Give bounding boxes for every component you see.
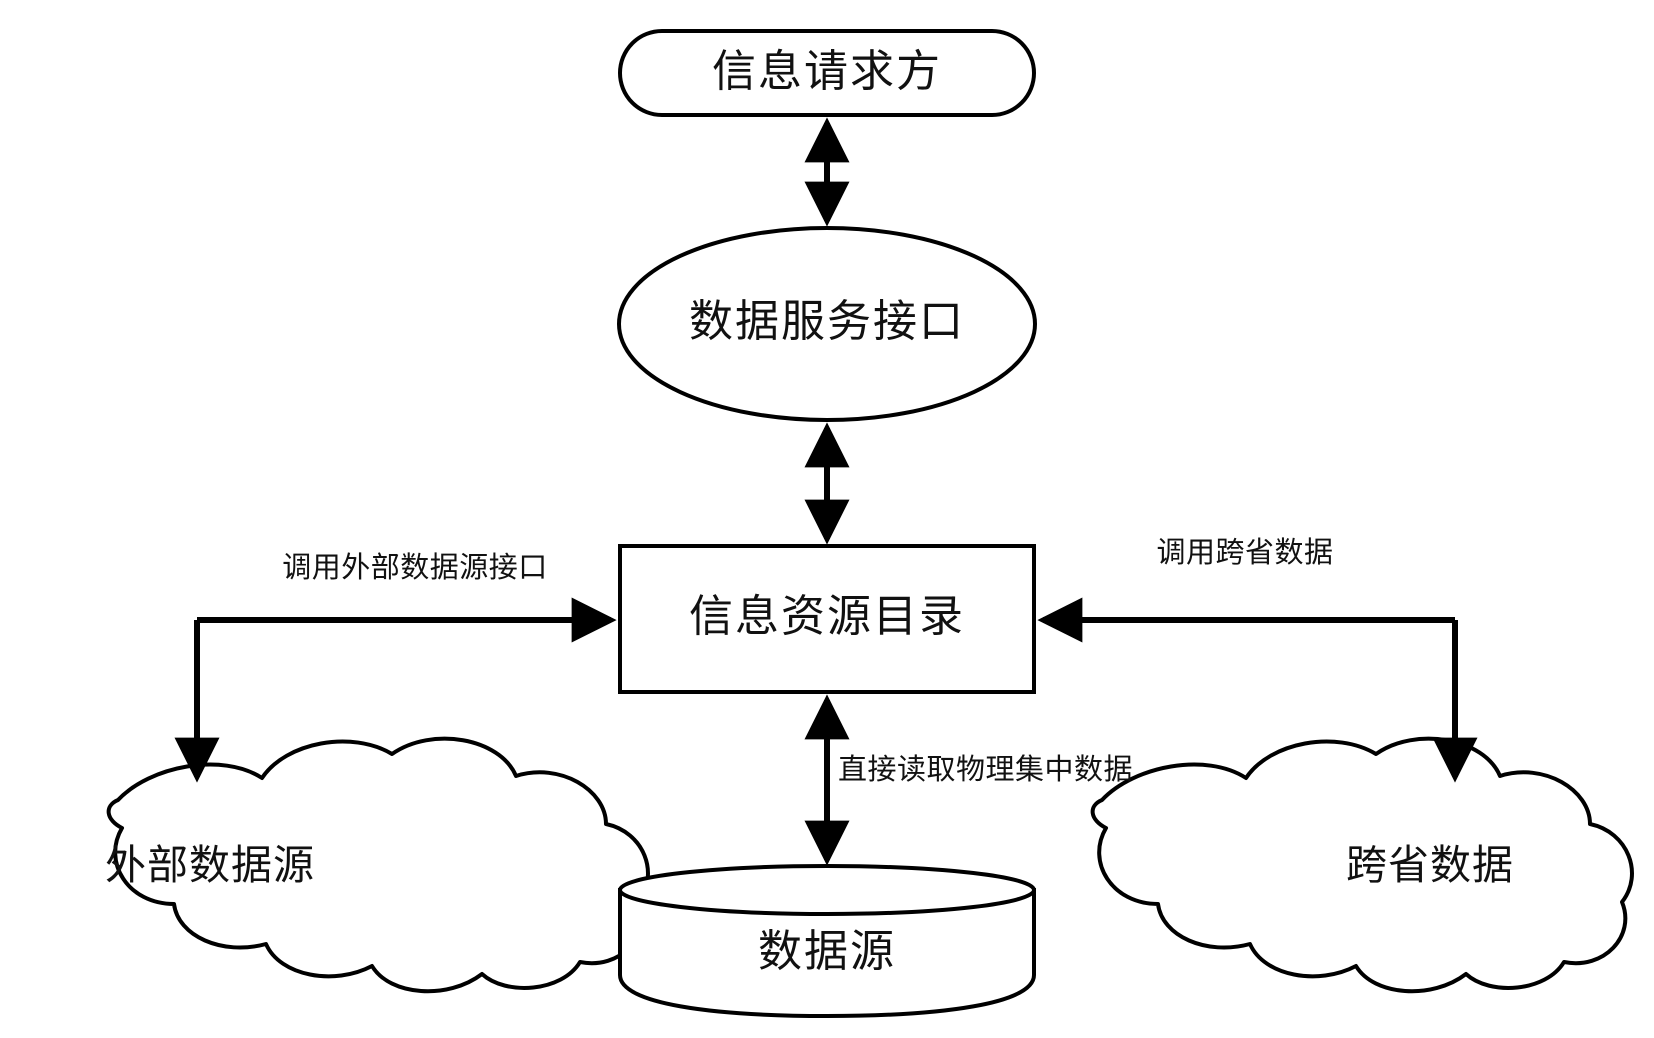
node-shape-datasource-top [618,864,1036,916]
node-shape-catalog[interactable] [618,544,1036,694]
edge-label-read-physical-centralized-data: 直接读取物理集中数据 [838,752,1134,786]
node-shape-external[interactable] [106,736,650,994]
edge-label-call-external-datasource-api: 调用外部数据源接口 [282,550,548,584]
node-shape-service-api[interactable] [617,226,1037,422]
edge-label-call-cross-province-data: 调用跨省数据 [1156,535,1334,569]
node-shape-datasource-body[interactable] [618,888,1036,1019]
node-shape-requester[interactable] [618,29,1036,117]
node-shape-cross-prov[interactable] [1090,736,1634,994]
